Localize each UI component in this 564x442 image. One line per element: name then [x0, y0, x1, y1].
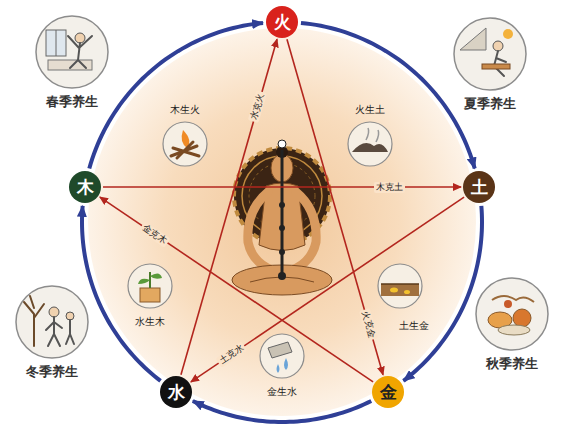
element-circle: 火 — [266, 6, 298, 38]
control-arrow — [103, 186, 461, 188]
generation-arrow — [193, 401, 371, 422]
fire-earth-picture — [348, 122, 392, 166]
halo-disc — [88, 28, 476, 416]
edge-label: 火克金 — [359, 308, 378, 341]
spring-picture — [36, 16, 108, 88]
element-name: 金 — [380, 382, 397, 402]
autumn-picture — [476, 278, 548, 350]
generation-picture-node: 土生金 — [378, 264, 429, 332]
edge-label: 木克土 — [374, 182, 405, 193]
generation-picture-node: 火生土 — [348, 104, 392, 166]
season-label: 春季养生 — [46, 94, 98, 110]
generation-picture-node: 水生木 — [128, 264, 172, 328]
control-arrow — [181, 39, 277, 374]
element-name: 火 — [274, 12, 291, 32]
generation-label: 土生金 — [399, 320, 429, 332]
season-picture-node: 春季养生 — [36, 16, 108, 110]
element-circle: 水 — [160, 376, 192, 408]
season-label: 夏季养生 — [464, 96, 516, 112]
generation-label: 金生水 — [267, 386, 297, 398]
element-name: 水 — [168, 382, 185, 402]
generation-label: 木生火 — [170, 104, 200, 116]
earth-metal-picture — [378, 264, 422, 308]
edge-label: 金克木 — [139, 221, 171, 248]
season-label: 冬季养生 — [26, 364, 78, 380]
generation-picture-node: 木生火 — [163, 104, 207, 166]
wood-fire-picture — [163, 122, 207, 166]
summer-picture — [454, 18, 526, 90]
control-arrow — [191, 197, 464, 382]
generation-arrow — [89, 23, 263, 169]
season-label: 秋季养生 — [486, 356, 538, 372]
metal-water-picture — [260, 334, 304, 378]
generation-arrow — [301, 23, 475, 169]
season-picture-node: 秋季养生 — [476, 278, 548, 372]
generation-picture-node: 金生水 — [260, 334, 304, 398]
season-picture-node: 夏季养生 — [454, 18, 526, 112]
element-circle: 木 — [69, 171, 101, 203]
element-circle: 土 — [463, 171, 495, 203]
element-name: 土 — [471, 177, 488, 197]
winter-picture — [16, 286, 88, 358]
control-arrow — [100, 197, 373, 382]
element-name: 木 — [77, 177, 94, 197]
element-circle: 金 — [372, 376, 404, 408]
season-picture-node: 冬季养生 — [16, 286, 88, 380]
generation-label: 水生木 — [135, 316, 165, 328]
generation-label: 火生土 — [355, 104, 385, 116]
meditating-figure — [232, 140, 332, 295]
control-arrow — [287, 39, 383, 374]
edge-label: 土克水 — [216, 341, 248, 368]
generation-arrow — [403, 206, 482, 381]
water-wood-picture — [128, 264, 172, 308]
edge-label: 水克火 — [248, 90, 267, 123]
